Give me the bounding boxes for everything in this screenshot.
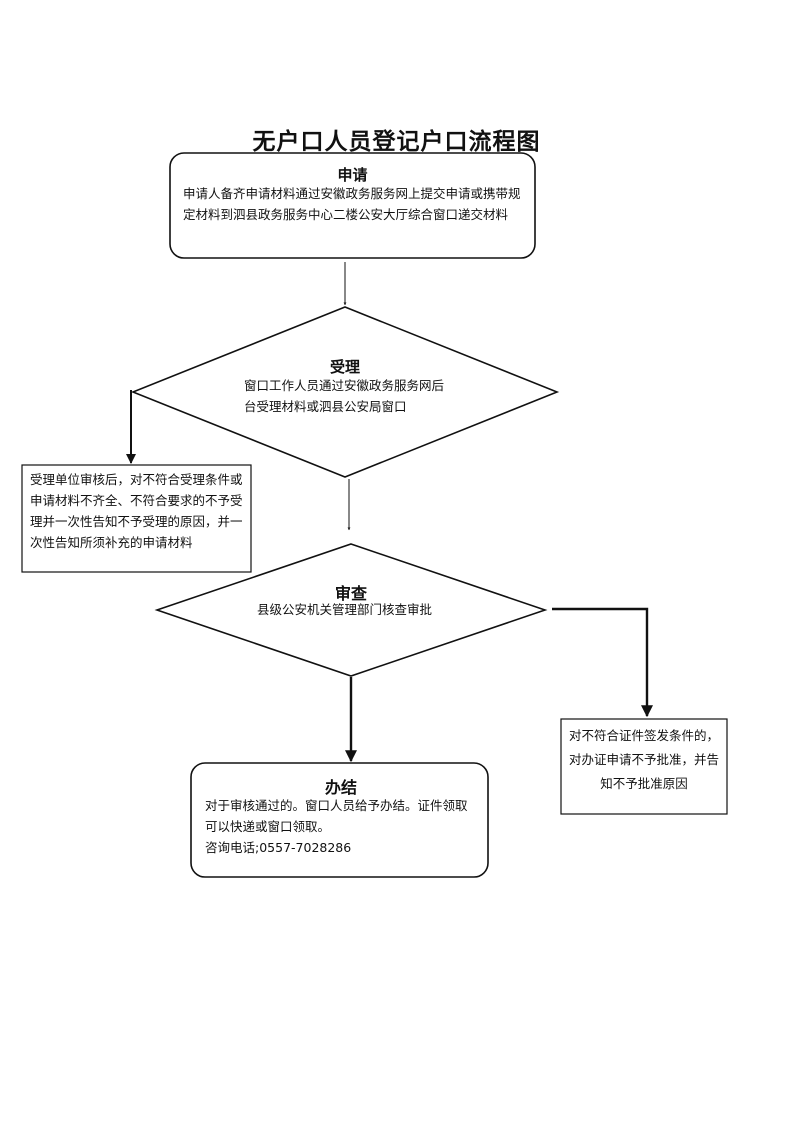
accept-text: 窗口工作人员通过安徽政务服务网后台受理材料或泗县公安局窗口 (244, 378, 445, 414)
page-title: 无户口人员登记户口流程图 (252, 129, 541, 155)
finish-text: 对于审核通过的。窗口人员给予办结。证件领取可以快递或窗口领取。 (205, 798, 468, 834)
apply-box (169, 152, 536, 259)
accept-heading: 受理 (329, 358, 360, 376)
apply-text: 申请人备齐申请材料通过安徽政务服务网上提交申请或携带规定材料到泗县政务服务中心二… (183, 186, 521, 222)
reject-accept-text: 受理单位审核后，对不符合受理条件或申请材料不齐全、不符合要求的不予受理并一次性告… (30, 472, 243, 550)
apply-heading: 申请 (337, 166, 368, 184)
review-diamond (154, 543, 548, 677)
finish-heading: 办结 (324, 778, 357, 797)
reject-review-box (560, 718, 728, 815)
reject-accept-box (21, 464, 252, 573)
arrow-review-to-reject (552, 607, 653, 718)
finish-phone: 咨询电话;0557-7028286 (205, 840, 352, 855)
finish-box (190, 762, 489, 878)
accept-diamond (130, 306, 560, 478)
reject-review-text: 对不符合证件签发条件的，对办证申请不予批准，并告知不予批准原因 (568, 728, 719, 791)
review-heading: 审查 (334, 584, 367, 603)
review-text: 县级公安机关管理部门核查审批 (257, 602, 433, 617)
